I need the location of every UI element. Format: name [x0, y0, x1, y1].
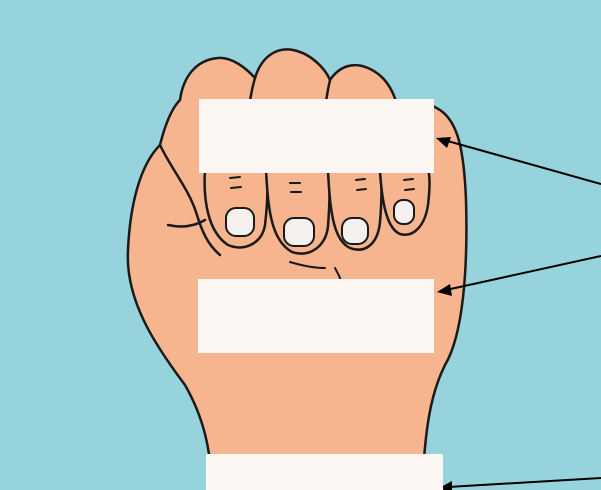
label-box-knuckles: [199, 99, 434, 173]
fingernail-2: [284, 218, 314, 246]
fingernail-3: [342, 218, 368, 244]
label-box-palm: [198, 279, 434, 353]
label-box-wrist: [206, 454, 443, 490]
fingernail-4: [394, 200, 414, 224]
fingernail-1: [226, 208, 254, 236]
